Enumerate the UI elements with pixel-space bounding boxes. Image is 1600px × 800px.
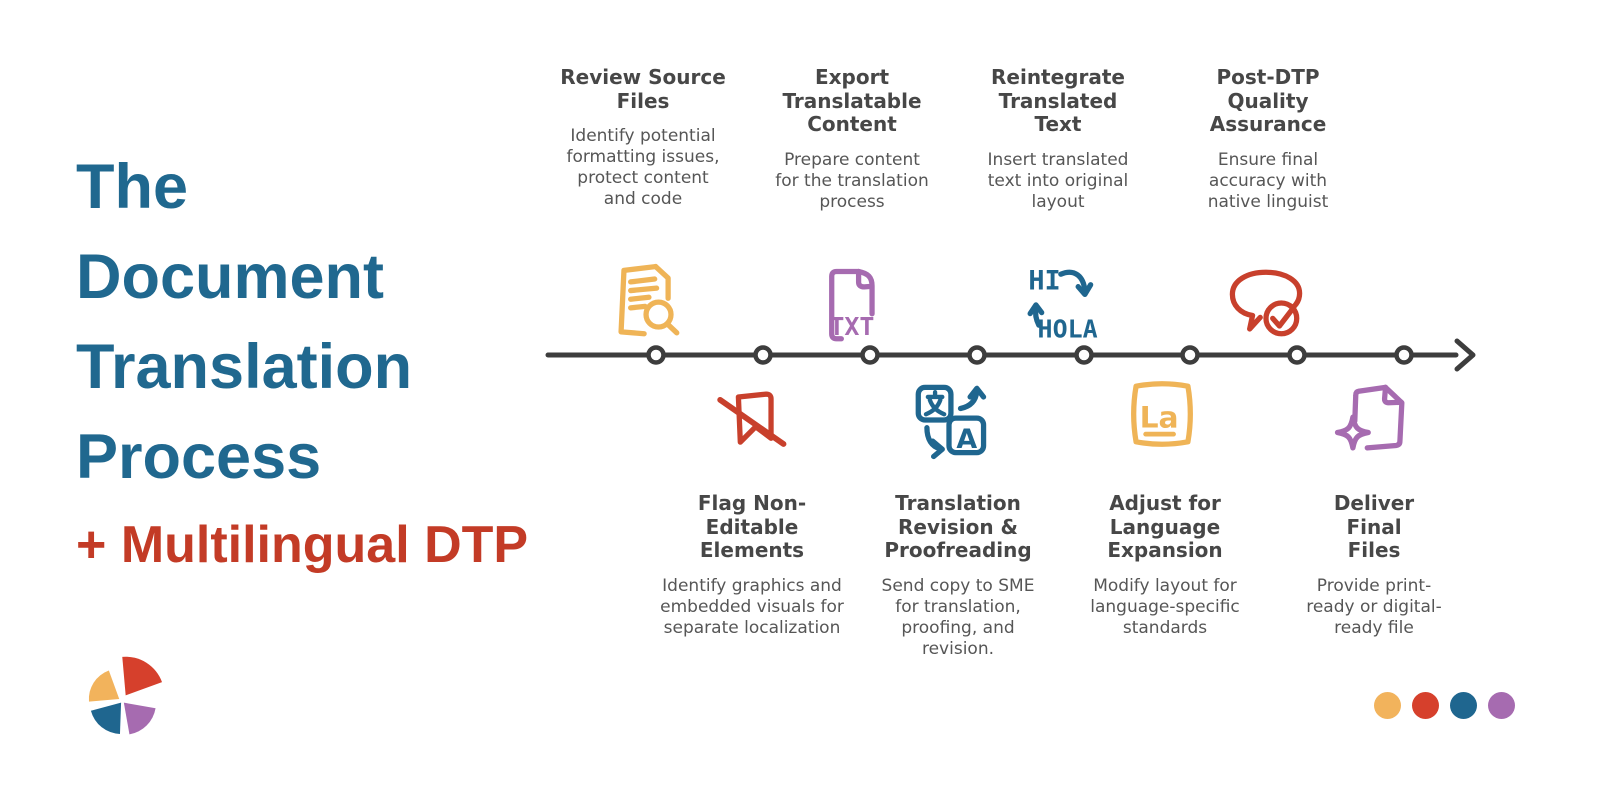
step-description: Insert translated text into original lay…: [987, 149, 1129, 212]
step-adjust-for-language-expansion: Adjust for Language Expansion Modify lay…: [1053, 491, 1277, 639]
step-translation-revision-proofreading: Translation Revision & Proofreading Send…: [846, 491, 1070, 660]
logo-yellow-wedge: [88, 670, 120, 702]
language-box-icon: La: [1114, 366, 1210, 462]
step-export-translatable-content: Export Translatable Content Prepare cont…: [740, 65, 964, 213]
timeline-node: [1394, 345, 1414, 365]
document-search-icon: [599, 256, 695, 352]
sparkle-document-icon: [1326, 373, 1422, 469]
hi-hola-swap-icon: HI HOLA: [1010, 255, 1106, 351]
accent-dots: [1374, 692, 1515, 719]
a-label: A: [956, 424, 977, 455]
logo-blue-wedge: [90, 702, 122, 734]
title-line: Document: [76, 242, 385, 312]
accent-dot-red: [1412, 692, 1439, 719]
speech-bubble-check-icon: [1218, 255, 1314, 351]
accent-dot-blue: [1450, 692, 1477, 719]
step-title: Deliver Final Files: [1333, 491, 1415, 563]
title-line: Process: [76, 422, 322, 492]
step-review-source-files: Review Source Files Identify potential f…: [531, 65, 755, 211]
step-description: Modify layout for language-specific stan…: [1090, 575, 1240, 638]
step-post-dtp-quality-assurance: Post-DTP Quality Assurance Ensure final …: [1156, 65, 1380, 213]
step-title: Reintegrate Translated Text: [991, 65, 1125, 137]
quartered-circle-logo: [88, 656, 163, 735]
hola-label: HOLA: [1038, 315, 1098, 344]
logo-purple-wedge: [123, 702, 156, 735]
subtitle: + Multilingual DTP: [76, 516, 529, 574]
la-label: La: [1140, 400, 1179, 435]
step-description: Provide print- ready or digital- ready f…: [1306, 575, 1442, 638]
step-description: Identify potential formatting issues, pr…: [566, 126, 720, 210]
timeline-node: [967, 345, 987, 365]
step-title: Adjust for Language Expansion: [1107, 491, 1223, 563]
title-line: The: [76, 152, 189, 222]
step-title: Translation Revision & Proofreading: [884, 491, 1032, 563]
wen-character-strokes: [923, 390, 947, 417]
timeline-node: [1180, 345, 1200, 365]
step-title: Post-DTP Quality Assurance: [1209, 65, 1327, 137]
step-description: Prepare content for the translation proc…: [775, 149, 929, 212]
timeline-arrowhead-icon: [1454, 338, 1476, 372]
translate-languages-icon: A: [901, 372, 997, 468]
step-title: Flag Non- Editable Elements: [697, 491, 807, 563]
bookmark-slash-icon: [700, 373, 796, 469]
title-block: The Document Translation Process + Multi…: [76, 142, 636, 576]
timeline-node: [753, 345, 773, 365]
step-title: Review Source Files: [560, 65, 726, 113]
step-flag-non-editable-elements: Flag Non- Editable Elements Identify gra…: [640, 491, 864, 639]
accent-dot-yellow: [1374, 692, 1401, 719]
step-deliver-final-files: Deliver Final Files Provide print- ready…: [1262, 491, 1486, 639]
step-description: Send copy to SME for translation, proofi…: [881, 575, 1035, 660]
step-description: Ensure final accuracy with native lingui…: [1207, 149, 1329, 212]
accent-dot-purple: [1488, 692, 1515, 719]
logo-red-wedge: [122, 656, 163, 696]
txt-label: TXT: [829, 312, 874, 341]
step-reintegrate-translated-text: Reintegrate Translated Text Insert trans…: [946, 65, 1170, 213]
title-line: Translation: [76, 332, 413, 402]
hi-label: HI: [1028, 266, 1060, 297]
step-description: Identify graphics and embedded visuals f…: [660, 575, 844, 638]
txt-file-icon: TXT: [801, 260, 897, 356]
step-title: Export Translatable Content: [782, 65, 922, 137]
